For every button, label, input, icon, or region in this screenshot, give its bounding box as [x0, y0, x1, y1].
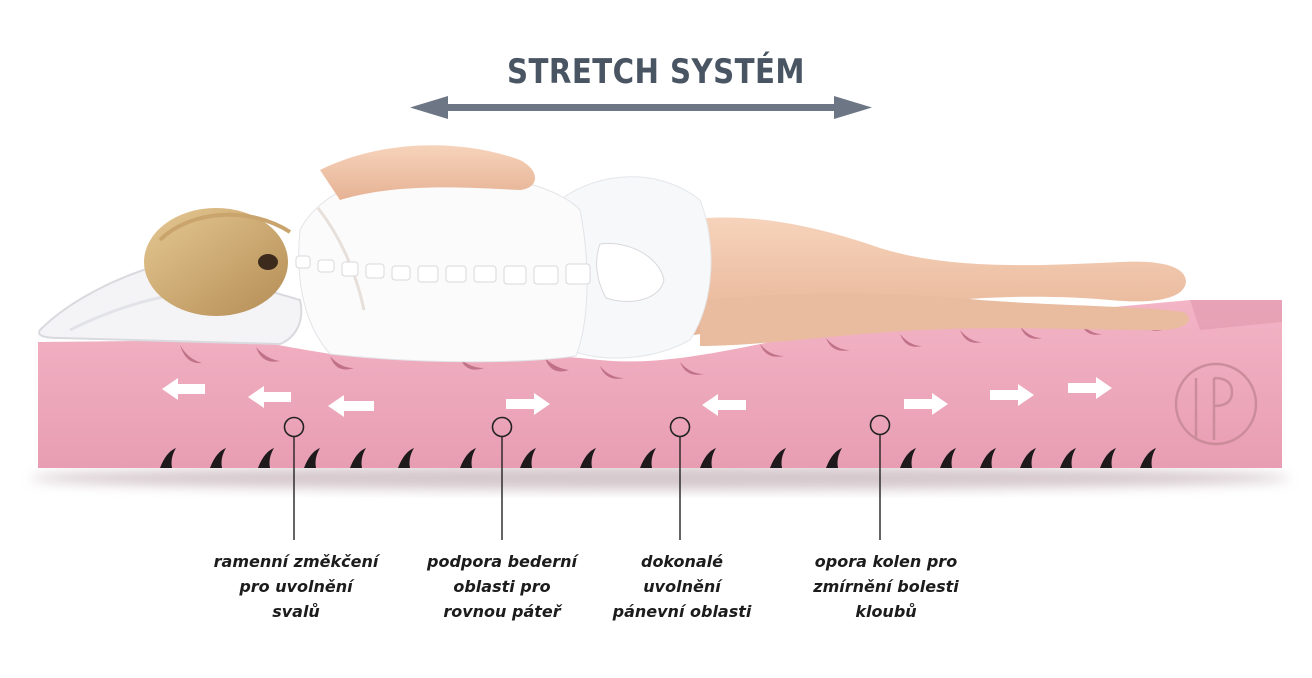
callout-line: oblasti pro	[453, 577, 551, 596]
callout-line: dokonalé	[640, 552, 724, 571]
callout-line: svalů	[272, 602, 320, 621]
arrow-right-icon	[990, 384, 1034, 406]
mattress	[38, 300, 1282, 468]
callout-line: podpora bederní	[427, 552, 577, 571]
arrow-left-icon	[702, 394, 746, 416]
direction-arrows	[162, 377, 1112, 417]
callout-pelvis: dokonalé uvolnění pánevní oblasti	[582, 549, 782, 624]
marker-lumbar	[491, 416, 513, 438]
lbp-logo	[1174, 362, 1258, 446]
callout-line: pánevní oblasti	[612, 602, 752, 621]
callout-line: uvolnění	[643, 577, 721, 596]
callout-markers	[283, 414, 891, 540]
arrow-left-icon	[162, 378, 205, 400]
spine-illustration	[295, 242, 665, 302]
double-arrow-icon	[410, 96, 872, 119]
arrow-right-icon	[1068, 377, 1112, 399]
callout-line: zmírnění bolesti	[813, 577, 959, 596]
callout-line: rovnou páteř	[443, 602, 561, 621]
arrow-left-icon	[328, 395, 374, 417]
marker-shoulder	[283, 416, 305, 438]
arrow-right-icon	[904, 393, 948, 415]
callout-lumbar: podpora bederní oblasti pro rovnou páteř	[402, 549, 602, 624]
callout-knees: opora kolen pro zmírnění bolesti kloubů	[786, 549, 986, 624]
callout-line: kloubů	[855, 602, 917, 621]
arrow-left-icon	[248, 386, 291, 408]
callout-line: opora kolen pro	[814, 552, 958, 571]
woman-figure	[144, 145, 1190, 363]
callout-line: pro uvolnění	[239, 577, 353, 596]
marker-pelvis	[669, 416, 691, 438]
callout-shoulder: ramenní změkčení pro uvolnění svalů	[196, 549, 396, 624]
arrow-right-icon	[506, 393, 550, 415]
stretch-system-title: STRETCH SYSTÉM	[507, 52, 805, 92]
marker-knees	[869, 414, 891, 436]
callout-line: ramenní změkčení	[213, 552, 379, 571]
